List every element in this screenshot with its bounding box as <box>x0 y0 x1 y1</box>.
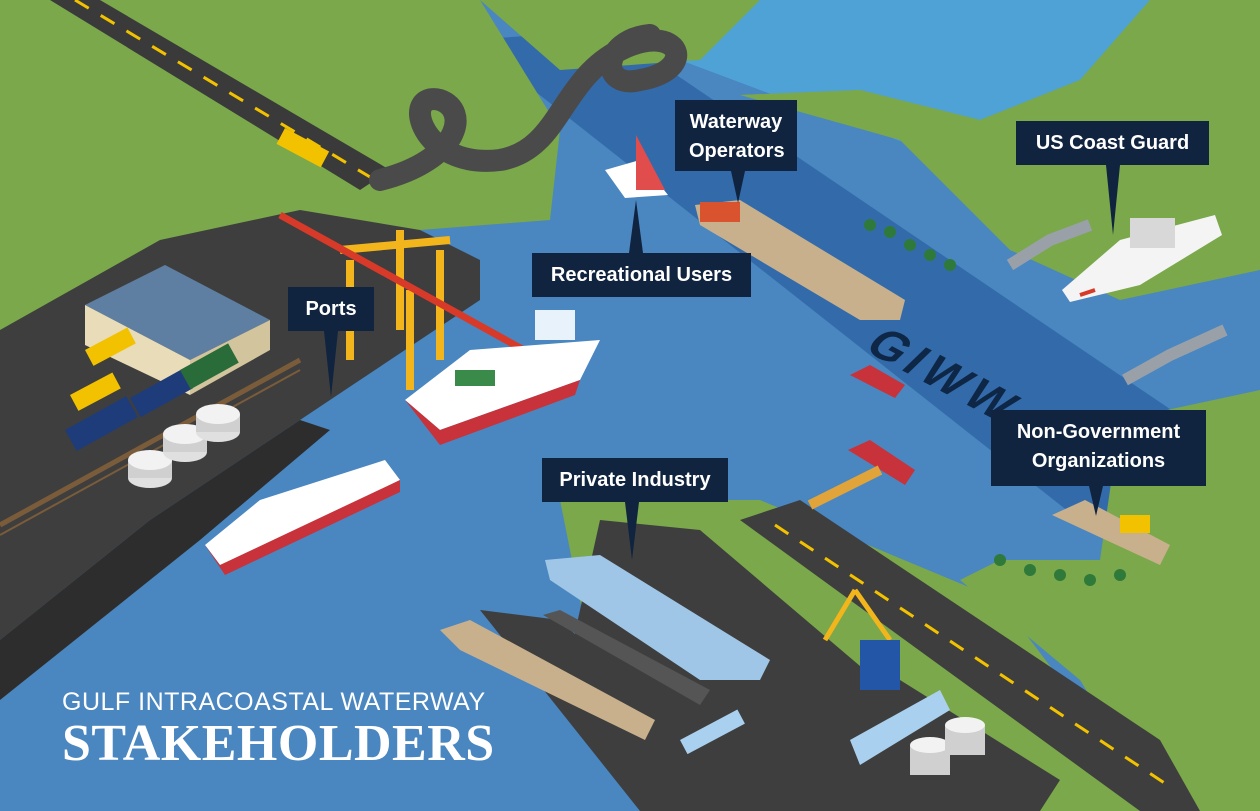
sailboat-sail <box>636 135 665 190</box>
crane-base <box>860 640 900 690</box>
warehouse-wall <box>85 305 190 395</box>
southeast-land <box>960 390 1260 811</box>
callout-non-government-organizations: Non-Government Organizations <box>991 410 1206 486</box>
callout-text: Ports <box>305 298 357 320</box>
boat-dock <box>807 465 883 510</box>
callout-text: Private Industry <box>559 469 711 491</box>
coast-guard-cutter <box>1062 215 1222 302</box>
tanker-hull <box>205 480 400 575</box>
industry-tanks <box>910 717 985 775</box>
truck <box>276 128 330 168</box>
railroad <box>0 357 302 528</box>
east-land-2 <box>740 0 1260 210</box>
pipe-truck <box>680 709 745 755</box>
title-block: GULF INTRACOASTAL WATERWAY STAKEHOLDERS <box>62 688 495 772</box>
ship-bridge <box>535 310 575 340</box>
port-tanks <box>128 404 240 488</box>
callout-text: Waterway <box>689 111 783 133</box>
title-heading: STAKEHOLDERS <box>62 715 495 772</box>
cutter-stripe <box>1079 288 1096 297</box>
tanker-ship <box>205 460 400 565</box>
locomotive <box>65 396 138 451</box>
title-subheading: GULF INTRACOASTAL WATERWAY <box>62 688 486 716</box>
rock-jetty <box>1006 219 1093 271</box>
warehouse-roof <box>85 265 270 360</box>
callout-waterway-operators: Waterway Operators <box>675 100 797 171</box>
empty-barge <box>543 610 710 705</box>
callout-us-coast-guard: US Coast Guard <box>1016 121 1209 165</box>
excavator <box>1120 515 1150 533</box>
industry-crane <box>822 588 893 642</box>
railcar <box>130 368 194 418</box>
wetland-plants <box>864 219 1126 586</box>
callout-private-industry: Private Industry <box>542 458 728 502</box>
callout-recreational-users: Recreational Users <box>532 253 751 297</box>
spiral-bridge <box>369 24 688 191</box>
grain-barge <box>440 620 655 740</box>
callout-text: Recreational Users <box>550 264 733 286</box>
pipe-stack <box>850 690 950 765</box>
truck <box>85 327 136 366</box>
port-quay-edge <box>0 420 330 700</box>
callout-text: Operators <box>689 140 785 162</box>
road-stripe-east <box>774 523 1176 792</box>
callout-ports: Ports <box>288 287 374 331</box>
ship-hull <box>405 380 580 445</box>
barge-tow <box>695 200 905 320</box>
fishing-boat <box>848 440 915 485</box>
fishing-boat <box>850 365 905 398</box>
truck <box>70 372 121 411</box>
railcar <box>180 343 239 390</box>
containers <box>455 370 495 386</box>
callout-text: Non-Government <box>1016 421 1181 443</box>
callout-text: Organizations <box>1031 450 1166 472</box>
pipe-barge <box>545 555 770 680</box>
towboat <box>700 202 740 222</box>
container-ship <box>405 340 600 430</box>
cutter-superstructure <box>1130 218 1175 248</box>
callout-text: US Coast Guard <box>1035 132 1190 154</box>
rock-jetty <box>1122 324 1228 386</box>
ngo-barge <box>1052 500 1170 565</box>
